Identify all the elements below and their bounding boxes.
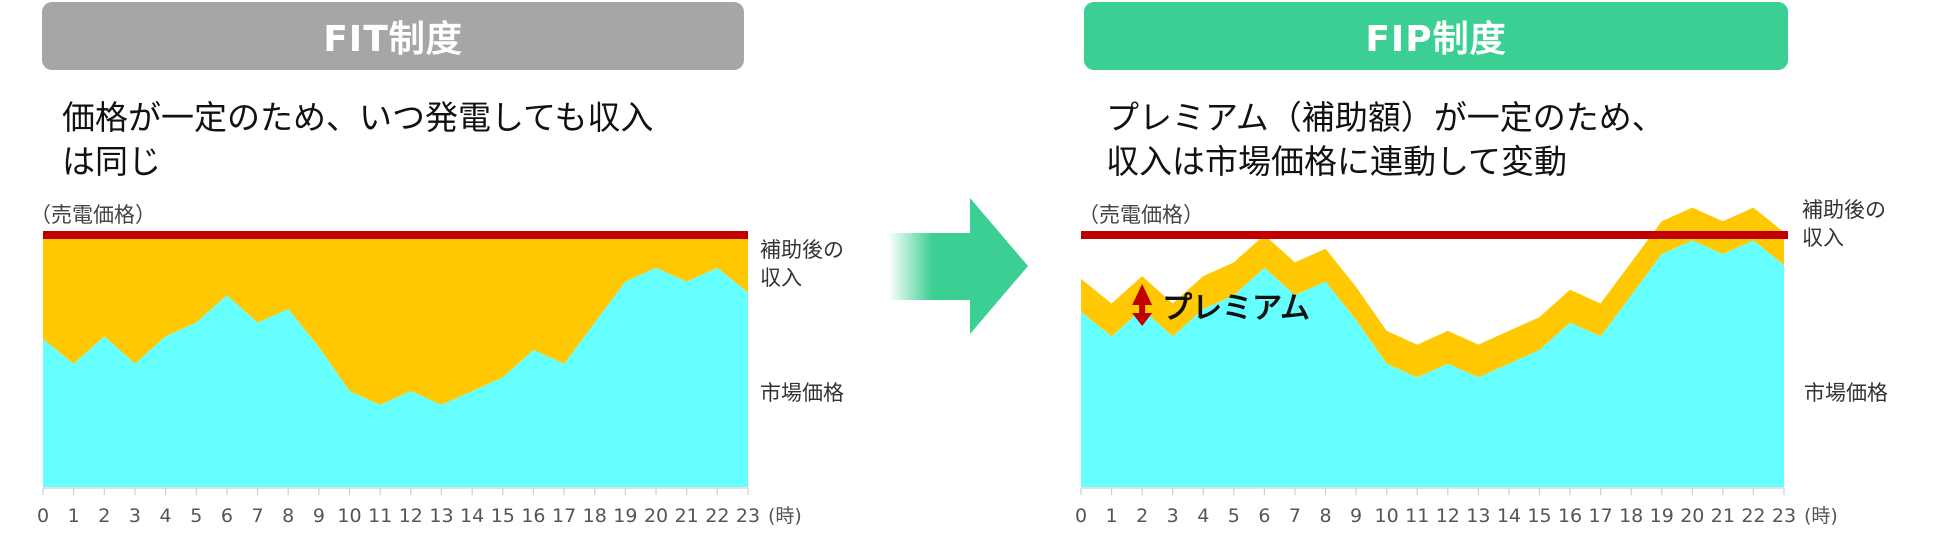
x-tick-label: 4 — [160, 505, 172, 527]
x-tick-label: 4 — [1197, 505, 1209, 527]
fit-income-label: 補助後の 収入 — [760, 236, 844, 292]
fit-market-label: 市場価格 — [760, 381, 844, 405]
x-tick-label: 13 — [429, 505, 453, 527]
x-tick-label: 1 — [1106, 505, 1118, 527]
x-tick-label: 8 — [1319, 505, 1331, 527]
x-tick-label: 9 — [1350, 505, 1362, 527]
market-price-area — [1081, 240, 1784, 487]
x-tick-label: 2 — [98, 505, 110, 527]
x-tick-label: 19 — [613, 505, 637, 527]
x-tick-label: 22 — [705, 505, 729, 527]
x-tick-label: 23 — [1772, 505, 1796, 527]
fip-description-line2: 収入は市場価格に連動して変動 — [1106, 142, 1568, 181]
fip-income-label-line1: 補助後の — [1802, 198, 1886, 222]
x-tick-label: 7 — [252, 505, 264, 527]
x-tick-label: 23 — [736, 505, 760, 527]
x-tick-label: 2 — [1136, 505, 1148, 527]
x-tick-label: 1 — [68, 505, 80, 527]
x-tick-label: 18 — [1619, 505, 1643, 527]
x-tick-label: 12 — [1436, 505, 1460, 527]
x-tick-label: 18 — [583, 505, 607, 527]
fit-header: FIT制度 — [42, 2, 744, 70]
fip-market-label: 市場価格 — [1804, 381, 1888, 405]
x-tick-label: 9 — [313, 505, 325, 527]
x-tick-label: 12 — [399, 505, 423, 527]
fip-header: FIP制度 — [1084, 2, 1788, 70]
premium-area — [1081, 207, 1784, 378]
fixed-price-line — [1081, 231, 1788, 239]
premium-double-arrow-icon — [1132, 284, 1153, 326]
x-tick-label: 8 — [282, 505, 294, 527]
fit-description: 価格が一定のため、いつ発電しても収入 は同じ — [62, 96, 653, 184]
x-tick-label: 0 — [37, 505, 49, 527]
fit-income-label-line2: 収入 — [760, 266, 802, 290]
x-tick-label: 21 — [675, 505, 699, 527]
fip-description: プレミアム（補助額）が一定のため、 収入は市場価格に連動して変動 — [1106, 96, 1665, 184]
x-tick-label: 19 — [1650, 505, 1674, 527]
x-tick-label: 5 — [190, 505, 202, 527]
x-axis-unit: (時) — [768, 505, 802, 527]
x-tick-label: 6 — [1258, 505, 1270, 527]
x-tick-label: 20 — [1680, 505, 1704, 527]
fixed-price-line — [43, 231, 748, 239]
x-axis-unit: (時) — [1804, 505, 1838, 527]
fit-description-line2: は同じ — [62, 142, 161, 181]
fip-description-line1: プレミアム（補助額）が一定のため、 — [1106, 98, 1665, 137]
x-tick-label: 20 — [644, 505, 668, 527]
x-tick-label: 14 — [460, 505, 484, 527]
x-tick-label: 16 — [521, 505, 545, 527]
x-tick-label: 13 — [1466, 505, 1490, 527]
x-tick-label: 7 — [1289, 505, 1301, 527]
x-tick-label: 17 — [1589, 505, 1613, 527]
fit-income-label-line1: 補助後の — [760, 238, 844, 262]
fip-title: FIP制度 — [1365, 19, 1507, 60]
x-tick-label: 3 — [129, 505, 141, 527]
fip-y-unit: （売電価格） — [1078, 203, 1204, 227]
fip-income-label: 補助後の 収入 — [1802, 196, 1886, 252]
x-tick-label: 5 — [1228, 505, 1240, 527]
x-tick-label: 11 — [1405, 505, 1429, 527]
premium-label: プレミアム — [1162, 291, 1310, 326]
fip-income-label-line2: 収入 — [1802, 226, 1844, 250]
x-tick-label: 6 — [221, 505, 233, 527]
x-tick-label: 16 — [1558, 505, 1582, 527]
x-tick-label: 21 — [1711, 505, 1735, 527]
x-tick-label: 0 — [1075, 505, 1087, 527]
x-tick-label: 10 — [337, 505, 361, 527]
x-tick-label: 17 — [552, 505, 576, 527]
transition-arrow-icon — [888, 198, 1033, 340]
premium-area — [43, 235, 748, 405]
x-tick-label: 15 — [1527, 505, 1551, 527]
fit-y-unit: （売電価格） — [30, 203, 156, 227]
fit-description-line1: 価格が一定のため、いつ発電しても収入 — [62, 98, 654, 137]
fit-title: FIT制度 — [323, 19, 463, 60]
x-tick-label: 14 — [1497, 505, 1521, 527]
market-price-area — [43, 267, 748, 487]
x-tick-label: 3 — [1167, 505, 1179, 527]
x-tick-label: 11 — [368, 505, 392, 527]
x-tick-label: 10 — [1375, 505, 1399, 527]
x-tick-label: 15 — [491, 505, 515, 527]
x-tick-label: 22 — [1741, 505, 1765, 527]
